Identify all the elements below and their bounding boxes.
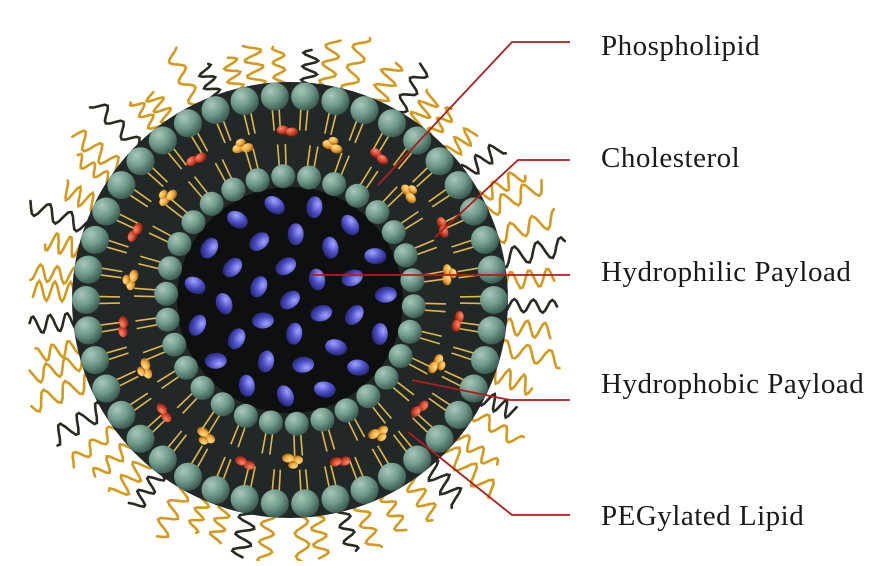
phospholipid-head: [74, 256, 102, 284]
phospholipid-head: [246, 168, 270, 192]
peg-chain: [500, 299, 557, 313]
phospholipid-head: [445, 401, 473, 429]
phospholipid-head: [231, 87, 259, 115]
phospholipid-head: [403, 127, 431, 155]
label-phospholipid: Phospholipid: [601, 30, 760, 63]
phospholipid-head: [297, 166, 321, 190]
phospholipid-head: [398, 320, 422, 344]
phospholipid-head: [127, 147, 155, 175]
phospholipid-head: [271, 164, 295, 188]
phospholipid-head: [366, 200, 390, 224]
hydrophilic-payload-molecule: [288, 223, 304, 245]
peg-chain: [31, 201, 95, 231]
phospholipid-head: [127, 425, 155, 453]
phospholipid-head: [174, 109, 202, 137]
label-pegylated-lipid: PEGylated Lipid: [601, 500, 804, 533]
phospholipid-head: [478, 256, 506, 284]
phospholipid-head: [221, 178, 245, 202]
phospholipid-head: [335, 398, 359, 422]
peg-chain: [169, 48, 205, 108]
phospholipid-head: [261, 489, 289, 517]
phospholipid-head: [234, 404, 258, 428]
phospholipid-head: [81, 346, 109, 374]
phospholipid-head: [291, 83, 319, 111]
phospholipid-head: [351, 476, 379, 504]
phospholipid-head: [351, 96, 379, 124]
phospholipid-head: [310, 408, 334, 432]
phospholipid-head: [191, 376, 215, 400]
phospholipid-head: [149, 127, 177, 155]
peg-chain: [31, 372, 95, 411]
phospholipid-head: [162, 333, 186, 357]
phospholipid-head: [378, 463, 406, 491]
phospholipid-head: [92, 375, 120, 403]
label-cholesterol: Cholesterol: [601, 142, 740, 175]
phospholipid-head: [81, 226, 109, 254]
phospholipid-head: [480, 286, 508, 314]
phospholipid-head: [403, 446, 431, 474]
label-hydrophobic-payload: Hydrophobic Payload: [601, 368, 864, 401]
phospholipid-head: [394, 243, 418, 267]
phospholipid-head: [345, 184, 369, 208]
phospholipid-head: [72, 286, 100, 314]
phospholipid-head: [321, 485, 349, 513]
phospholipid-head: [378, 109, 406, 137]
phospholipid-head: [322, 172, 346, 196]
phospholipid-head: [107, 401, 135, 429]
phospholipid-head: [174, 356, 198, 380]
phospholipid-head: [167, 232, 191, 256]
phospholipid-head: [471, 226, 499, 254]
phospholipid-head: [202, 476, 230, 504]
phospholipid-head: [92, 198, 120, 226]
phospholipid-head: [202, 96, 230, 124]
peg-chain: [73, 427, 125, 467]
phospholipid-head: [211, 392, 235, 416]
phospholipid-head: [261, 83, 289, 111]
phospholipid-head: [158, 256, 182, 280]
peg-chain: [472, 405, 524, 442]
phospholipid-head: [154, 282, 178, 306]
phospholipid-head: [460, 375, 488, 403]
peg-chain: [157, 482, 188, 537]
label-hydrophilic-payload: Hydrophilic Payload: [601, 256, 851, 289]
phospholipid-head: [200, 192, 224, 216]
phospholipid-head: [149, 446, 177, 474]
peg-chain: [30, 352, 87, 382]
phospholipid-head: [426, 147, 454, 175]
phospholipid-head: [291, 489, 319, 517]
phospholipid-head: [375, 366, 399, 390]
phospholipid-head: [478, 316, 506, 344]
peg-chain: [437, 448, 493, 498]
phospholipid-head: [471, 346, 499, 374]
phospholipid-head: [231, 485, 259, 513]
phospholipid-head: [400, 268, 424, 292]
phospholipid-head: [382, 220, 406, 244]
phospholipid-head: [445, 171, 473, 199]
peg-chain: [500, 269, 555, 290]
phospholipid-head: [156, 308, 180, 332]
phospholipid-head: [259, 411, 283, 435]
phospholipid-head: [356, 384, 380, 408]
phospholipid-head: [402, 294, 426, 318]
phospholipid-head: [285, 412, 309, 436]
phospholipid-head: [182, 210, 206, 234]
phospholipid-head: [174, 463, 202, 491]
phospholipid-head: [107, 171, 135, 199]
phospholipid-head: [321, 87, 349, 115]
phospholipid-head: [74, 316, 102, 344]
peg-chain: [90, 105, 140, 156]
phospholipid-head: [389, 344, 413, 368]
